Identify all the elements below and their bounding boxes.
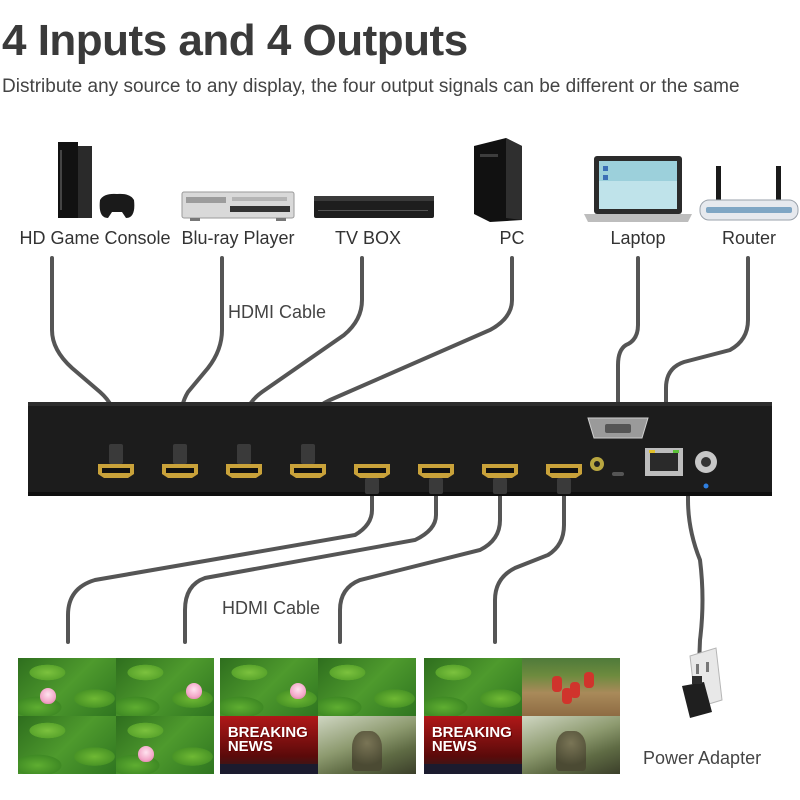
hdmi-output-3 <box>482 464 518 478</box>
news-ticker-bar <box>424 763 522 774</box>
hdmi-input-3 <box>226 464 262 478</box>
pc-tower-icon <box>474 138 522 222</box>
device-label-bluray: Blu-ray Player <box>181 228 295 248</box>
cable-plugs <box>109 444 571 494</box>
screen-quadrant-lotus <box>424 658 522 716</box>
news-ticker-bar <box>220 763 318 774</box>
lotus-flower-icon <box>138 746 154 762</box>
cable-out-2 <box>183 480 438 644</box>
cable-laptop <box>616 256 640 420</box>
display-screen-1 <box>18 658 214 774</box>
page-subtitle: Distribute any source to any display, th… <box>2 76 740 97</box>
screen-quadrant-lotus <box>318 658 416 716</box>
screen-quadrant-lotus <box>18 716 116 774</box>
audio-jack <box>590 457 604 471</box>
bluray-player-icon <box>181 191 295 221</box>
usb-port <box>612 472 624 476</box>
hdmi-ports <box>98 464 582 478</box>
rj45-port <box>645 448 683 476</box>
hdmi-output-1 <box>354 464 390 478</box>
hdmi-input-4 <box>290 464 326 478</box>
screen-quadrant-lotus <box>116 716 214 774</box>
tv-box-icon <box>314 196 434 218</box>
cable-out-3 <box>338 480 502 644</box>
lotus-flower-icon <box>290 683 306 699</box>
output-cable-label: HDMI Cable <box>222 598 321 618</box>
screen-quadrant-soldier <box>522 716 620 774</box>
input-cable-label: HDMI Cable <box>228 302 327 322</box>
cyclist-figure <box>584 672 594 688</box>
device-label-laptop: Laptop <box>610 228 666 248</box>
hdmi-input-1 <box>98 464 134 478</box>
device-label-pc: PC <box>499 228 525 248</box>
game-console-icon <box>58 142 135 218</box>
power-adapter-icon <box>682 647 723 718</box>
screen-quadrant-lotus <box>220 658 318 716</box>
screen-quadrant-lotus <box>116 658 214 716</box>
page-title: 4 Inputs and 4 Outputs <box>2 16 468 65</box>
screen-quadrant-cyclist <box>522 658 620 716</box>
hdmi-output-4 <box>546 464 582 478</box>
screen-quadrant-soldier <box>318 716 416 774</box>
cable-router <box>664 256 750 452</box>
output-cables <box>66 460 705 692</box>
device-label-router: Router <box>721 228 777 248</box>
laptop-icon <box>584 156 692 222</box>
cable-out-1 <box>66 480 374 644</box>
power-adapter-label: Power Adapter <box>643 748 762 768</box>
device-label-game-console: HD Game Console <box>19 228 171 248</box>
cable-power <box>686 460 705 692</box>
router-icon <box>699 166 799 221</box>
lotus-flower-icon <box>186 683 202 699</box>
cyclist-figure <box>552 676 562 692</box>
soldier-figure <box>556 730 586 772</box>
rs232-port <box>587 417 649 439</box>
soldier-figure <box>352 730 382 772</box>
hdmi-output-2 <box>418 464 454 478</box>
dc-power-jack <box>695 451 717 489</box>
cable-out-4 <box>493 480 566 644</box>
cyclist-figure <box>570 682 580 698</box>
device-label-tvbox: TV BOX <box>334 228 402 248</box>
lotus-flower-icon <box>40 688 56 704</box>
screen-quadrant-lotus <box>18 658 116 716</box>
hdmi-input-2 <box>162 464 198 478</box>
cyclist-figure <box>562 688 572 704</box>
